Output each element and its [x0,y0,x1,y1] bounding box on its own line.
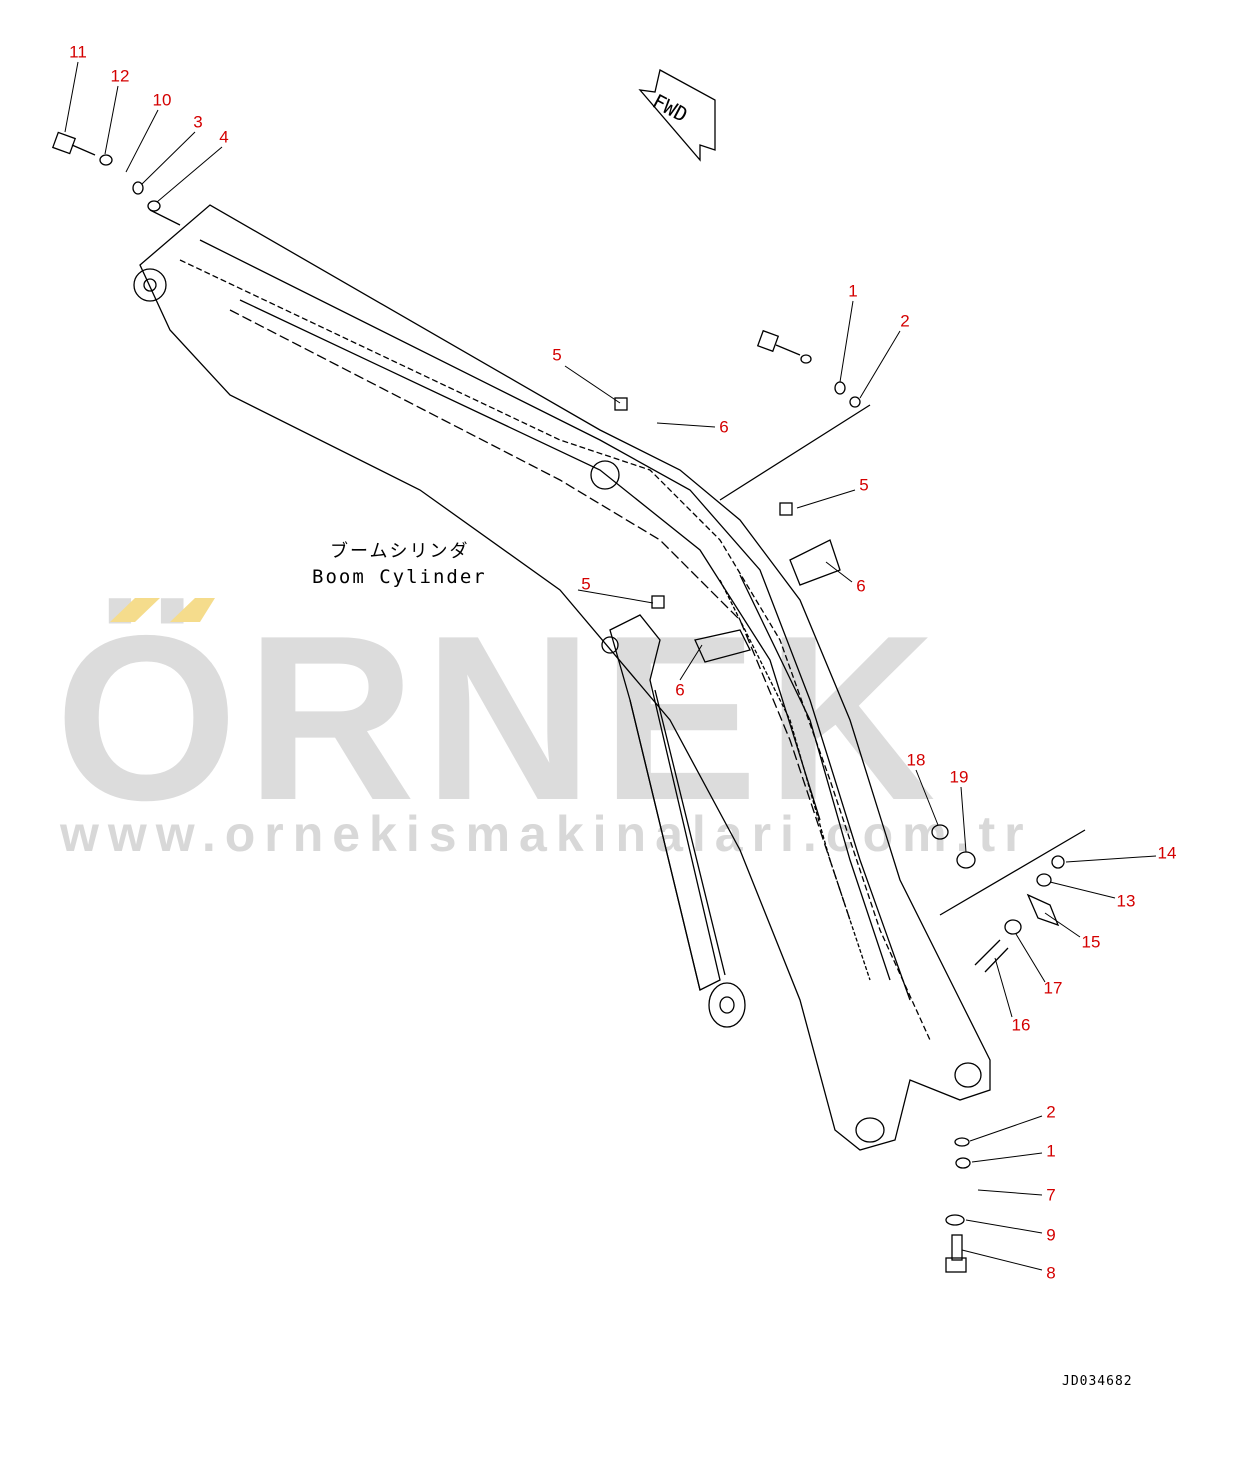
callout-leaders [64,61,1157,1271]
drawing-code: JD034682 [1062,1374,1133,1389]
callout-14[interactable]: 14 [1157,843,1177,863]
callout-3[interactable]: 3 [193,112,203,132]
component-label-japanese: ブームシリンダ [330,541,470,562]
component-label-english: Boom Cylinder [312,566,487,588]
callout-16[interactable]: 16 [1011,1015,1031,1035]
callout-5[interactable]: 5 [581,574,591,594]
callout-8[interactable]: 8 [1046,1263,1056,1283]
callout-1[interactable]: 1 [1046,1141,1056,1161]
callout-1[interactable]: 1 [848,281,858,301]
callout-4[interactable]: 4 [219,127,229,147]
fwd-arrow-icon [638,69,716,162]
callout-2[interactable]: 2 [900,311,910,331]
callout-6[interactable]: 6 [856,576,866,596]
callout-12[interactable]: 12 [110,66,130,86]
callout-5[interactable]: 5 [859,475,869,495]
callout-6[interactable]: 6 [719,417,729,437]
callout-18[interactable]: 18 [906,750,926,770]
callout-2[interactable]: 2 [1046,1102,1056,1122]
watermark-url: www.ornekismakinalari.com.tr [60,806,1033,862]
callout-7[interactable]: 7 [1046,1185,1056,1205]
callout-13[interactable]: 13 [1116,891,1136,911]
callout-11[interactable]: 11 [69,42,87,62]
callout-17[interactable]: 17 [1043,978,1063,998]
callout-19[interactable]: 19 [949,767,969,787]
callout-6[interactable]: 6 [675,680,685,700]
umlaut-dot [110,598,160,622]
boom-outline [139,204,991,1151]
umlaut-dot [170,598,215,622]
callout-9[interactable]: 9 [1046,1225,1056,1245]
callout-5[interactable]: 5 [552,345,562,365]
callout-10[interactable]: 10 [152,90,172,110]
callout-15[interactable]: 15 [1081,932,1101,952]
boom-cylinder [609,614,721,991]
